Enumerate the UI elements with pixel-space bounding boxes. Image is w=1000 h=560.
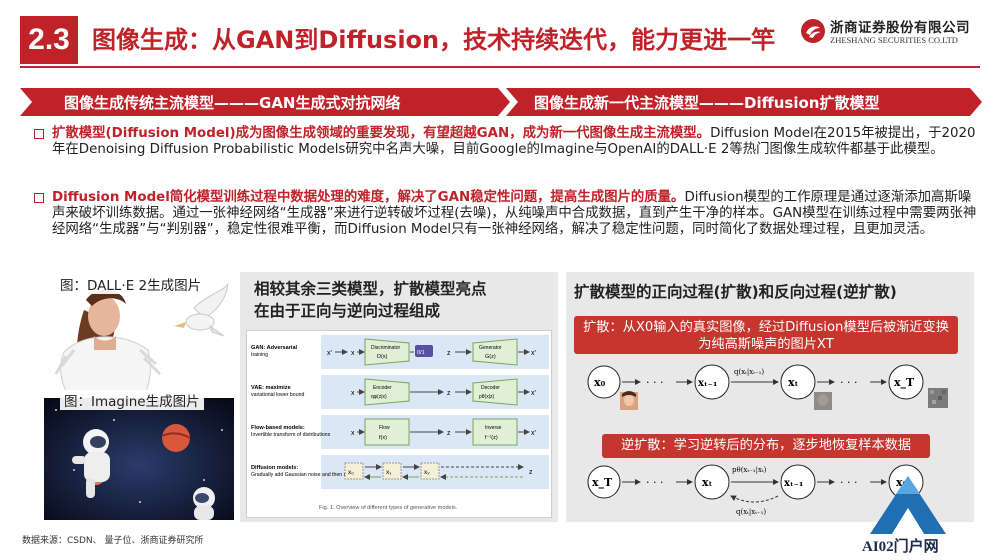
data-source: 数据来源：CSDN、 量子位、浙商证券研究所 — [22, 536, 204, 546]
forward-process-diagram: x₀ · · · xₜ₋₁ q(xₜ|xₜ₋₁) xₜ · · · x_T — [587, 364, 948, 410]
generator-label: Generator — [479, 345, 502, 351]
banner-arrows — [20, 88, 982, 116]
banner-gan-label: 图像生成传统主流模型———GAN生成式对抗网络 — [64, 94, 401, 112]
gan-input-x: x — [351, 350, 355, 357]
astronaut-icon — [193, 487, 215, 520]
flow-label: Flow — [379, 425, 390, 431]
diagram-caption: Fig. 1. Overview of different types of g… — [319, 505, 458, 511]
bullet-1-body: Diffusion Model在2015年被提出，于2020年在Denoisin… — [52, 126, 976, 157]
clean-face-thumbnail-icon — [620, 391, 638, 410]
flow-latent-z: z — [447, 430, 451, 437]
reverse-node-xt-1: xₜ₋₁ — [784, 478, 803, 489]
gan-output-binary: 0/1 — [417, 350, 425, 356]
model-comparison-panel: 相较其余三类模型，扩散模型亮点 在由于正向与逆向过程组成 GAN: Advers… — [240, 272, 558, 522]
dalle-image-label: 图：DALL·E 2生成图片 — [56, 274, 206, 294]
flow-fn: f(x) — [379, 435, 387, 441]
comparison-title: 相较其余三类模型，扩散模型亮点 在由于正向与逆向过程组成 — [254, 278, 487, 322]
pure-noise-thumbnail-icon — [928, 388, 948, 408]
vae-row-desc: variational lower bound — [251, 392, 304, 398]
discriminator-fn: D(x) — [377, 354, 388, 360]
bullet-2-body: Diffusion模型的工作原理是通过逐渐添加高斯噪声来破坏训练数据。通过一张神… — [52, 190, 977, 237]
bullet-paragraph-2: Diffusion Model简化模型训练过程中数据处理的难度，解决了GAN稳定… — [34, 190, 980, 238]
diffusion-row-name: Diffusion models: — [251, 465, 298, 471]
watermark-text: AI02门户网 — [862, 539, 939, 555]
flow-output-x-prime: x′ — [531, 430, 537, 437]
generative-models-diagram: GAN: Adversarial training VAE: maximize … — [246, 330, 552, 518]
vae-input-x: x — [351, 390, 355, 397]
forward-dots-1: · · · — [646, 376, 663, 389]
gan-output-x-prime: x′ — [531, 350, 537, 357]
forward-node-x0: x₀ — [594, 376, 606, 389]
reverse-node-x0: x₀ — [896, 476, 908, 489]
vae-row-name: VAE: maximize — [251, 385, 291, 391]
forward-process-box: 扩散：从X0输入的真实图像，经过Diffusion模型后被渐近变换为纯高斯噪声的… — [574, 316, 958, 354]
forward-node-xt-1: xₜ₋₁ — [698, 378, 717, 389]
bullet-paragraph-1: 扩散模型(Diffusion Model)成为图像生成领域的重要发现，有望超越G… — [34, 126, 980, 158]
noisy-face-thumbnail-icon — [814, 392, 832, 410]
dove-icon — [174, 282, 229, 337]
woman-figure-icon — [54, 289, 162, 396]
slide-title: 图像生成：从GAN到Diffusion，技术持续迭代，能力更进一竿 — [92, 26, 776, 54]
comparison-title-line-1: 相较其余三类模型，扩散模型亮点 — [254, 280, 487, 298]
forward-dots-2: · · · — [840, 376, 857, 389]
reverse-q-label: q(xₜ|xₜ₋₁) — [736, 508, 766, 516]
gan-row-desc: training — [251, 352, 268, 358]
inverse-fn: f⁻¹(z) — [485, 435, 498, 441]
inverse-label: Inverse — [485, 425, 502, 431]
flow-row-name: Flow-based models: — [251, 425, 305, 431]
flow-row-desc: Invertible transform of distributions — [251, 432, 331, 438]
model-banner: 图像生成传统主流模型———GAN生成式对抗网络 图像生成新一代主流模型———Di… — [20, 88, 982, 116]
reverse-node-xt: xₜ — [702, 476, 713, 489]
encoder-label: Encoder — [373, 385, 392, 391]
bullet-2-highlight: Diffusion Model简化模型训练过程中数据处理的难度，解决了GAN稳定… — [52, 190, 685, 205]
title-divider — [20, 66, 980, 68]
gan-latent-z: z — [447, 350, 451, 357]
process-title: 扩散模型的正向过程(扩散)和反向过程(逆扩散) — [574, 283, 897, 301]
logo-english-name: ZHESHANG SECURITIES CO.LTD — [830, 35, 958, 45]
diffusion-row-desc: Gradually add Gaussian noise and then re… — [251, 472, 361, 478]
reverse-dots-2: · · · — [840, 476, 857, 489]
diffusion-z: z — [529, 469, 533, 476]
forward-q-label: q(xₜ|xₜ₋₁) — [734, 368, 764, 376]
banner-diffusion-label: 图像生成新一代主流模型———Diffusion扩散模型 — [534, 94, 880, 112]
decoder-fn: pθ(x|z) — [479, 394, 495, 400]
diffusion-x0: x₀ — [348, 469, 354, 476]
company-logo: 浙商证券股份有限公司 ZHESHANG SECURITIES CO.LTD — [800, 16, 980, 50]
forward-node-xt: xₜ — [788, 376, 799, 389]
decoder-label: Decoder — [481, 385, 500, 391]
reverse-node-xT: x_T — [592, 476, 613, 490]
flow-input-x: x — [351, 430, 355, 437]
reverse-process-box: 逆扩散：学习逆转后的分布，逐步地恢复样本数据 — [602, 434, 930, 458]
astronaut-icon — [72, 429, 110, 498]
section-number: 2.3 — [20, 16, 78, 64]
logo-chinese-name: 浙商证券股份有限公司 — [830, 20, 970, 36]
bullet-square-icon — [34, 129, 44, 139]
reverse-dots-1: · · · — [646, 476, 663, 489]
reverse-p-label: pθ(xₜ₋₁|xₜ) — [732, 466, 767, 474]
bullet-1-highlight: 扩散模型(Diffusion Model)成为图像生成领域的重要发现，有望超越G… — [52, 126, 711, 141]
vae-output-x-prime: x′ — [531, 390, 537, 397]
gan-row-name: GAN: Adversarial — [251, 345, 298, 351]
zheshang-logo-icon — [801, 19, 825, 43]
diffusion-x2: x₂ — [424, 469, 430, 476]
forward-node-xT: x_T — [894, 376, 915, 390]
vae-latent-z: z — [447, 390, 451, 397]
comparison-title-line-2: 在由于正向与逆向过程组成 — [254, 302, 441, 320]
encoder-fn: qφ(z|x) — [371, 394, 387, 400]
generator-fn: G(z) — [485, 354, 496, 360]
discriminator-label: Discriminator — [371, 345, 401, 351]
imagine-image-label: 图：Imagine生成图片 — [60, 390, 204, 410]
watermark-logo-icon — [870, 476, 946, 534]
bullet-square-icon — [34, 193, 44, 203]
diffusion-x1: x₁ — [386, 469, 392, 476]
gan-input-x-prime: x′ — [327, 350, 333, 357]
generated-images-panel: 图：DALL·E 2生成图片 图：Imagine生成图片 — [44, 270, 234, 520]
